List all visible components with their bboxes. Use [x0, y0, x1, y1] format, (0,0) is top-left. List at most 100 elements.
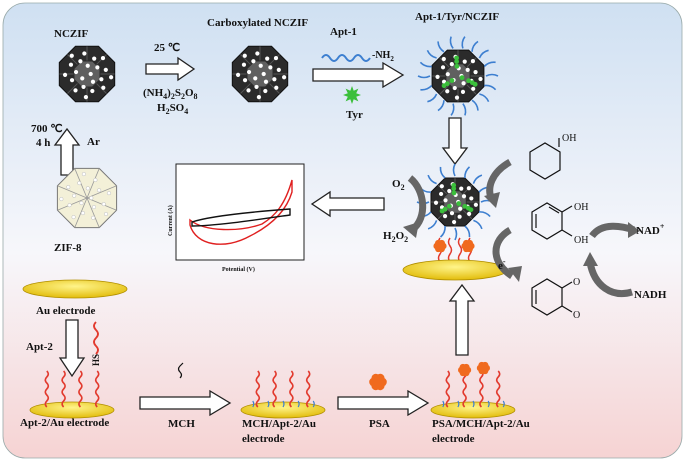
apt1-strand-attached	[420, 85, 433, 91]
tyr-label: Tyr	[346, 109, 363, 121]
nczif-tyrosinase	[451, 190, 457, 196]
apt2-strand-attached	[272, 370, 277, 408]
nczif-pore	[439, 184, 444, 189]
mch-molecule-attached	[282, 400, 285, 408]
apt2-strand	[93, 321, 99, 355]
apt2-strand-attached	[44, 370, 50, 408]
au-electrode-label: Au electrode	[36, 305, 95, 317]
nczif-edge	[439, 84, 450, 95]
mch-label: MCH	[168, 418, 195, 430]
catechol-to-quinone-arrow	[492, 226, 515, 279]
hs-label: HS	[91, 354, 101, 366]
nczif-pore	[441, 56, 446, 62]
zif8-pore	[77, 181, 82, 186]
nczif-pore	[276, 67, 281, 72]
nczif-pore	[268, 65, 273, 70]
nczif-pore	[473, 70, 478, 75]
phenol-molecule	[529, 138, 561, 180]
zif8-pore	[59, 197, 64, 202]
zif8-pore	[71, 215, 76, 220]
apt1-strand-attached	[427, 220, 438, 230]
cv-trace-red	[189, 179, 293, 245]
catechol-oh1-label: OH	[574, 202, 588, 213]
ar-label: Ar	[87, 136, 100, 148]
zif8-pore	[67, 203, 72, 208]
nczif-tyrosinase	[441, 83, 447, 89]
psa-core	[464, 242, 472, 250]
nczif-pore	[465, 67, 470, 72]
apt1-strand-attached	[454, 227, 458, 241]
apt2-strand-attached	[479, 370, 484, 408]
nczif-pore	[255, 51, 260, 56]
nczif-pore	[263, 88, 268, 94]
zif8-label: ZIF-8	[54, 242, 82, 254]
nczif-pore	[253, 76, 258, 81]
quinone-arrowhead	[508, 266, 522, 282]
zif8-pore	[89, 195, 94, 201]
apt2-strand-attached	[78, 370, 83, 408]
mch-molecule-attached	[487, 400, 490, 408]
left-arrow-cv	[310, 190, 385, 218]
apt1-strand-attached	[478, 49, 489, 59]
nczif-edge	[437, 184, 448, 195]
nczif-pore	[258, 63, 263, 68]
mch-molecule-attached	[457, 400, 460, 408]
nczif-tyrosinase	[456, 201, 462, 206]
nczif-pore	[90, 88, 95, 94]
zif8-pore	[66, 185, 71, 190]
zif8-pore	[97, 188, 102, 193]
nad-cycle-upper-arrowhead	[628, 222, 640, 238]
nczif-tyrosinase	[454, 63, 460, 69]
nczif-pore	[88, 71, 93, 77]
probe-au-electrode	[402, 259, 508, 281]
mch-molecule-attached	[442, 400, 445, 408]
nczif-pore	[461, 81, 466, 86]
nczif-pore	[73, 88, 78, 93]
apt2-au-electrode	[29, 370, 115, 419]
apt1-strand-attached	[427, 174, 437, 185]
apt1-strand-attached	[484, 84, 497, 91]
apt1-strand-attached	[471, 99, 479, 111]
zif8-particle	[56, 167, 118, 229]
mch-arrow	[139, 389, 232, 417]
nczif-pore	[445, 72, 450, 77]
apt2-strand-attached	[255, 370, 261, 408]
zif8-pore	[103, 211, 109, 217]
nczif-pore	[274, 85, 279, 90]
zif8-pore	[91, 215, 96, 220]
nczif-pore	[443, 198, 448, 203]
apt1-strand-attached	[473, 219, 483, 230]
nczif-pore	[235, 72, 241, 78]
up-arrow-probe	[448, 283, 476, 356]
apt1-strand-attached	[472, 174, 483, 184]
apt1-strand-attached	[478, 211, 491, 218]
nczif-pore	[92, 56, 97, 61]
apt2-strand-attached	[462, 370, 467, 408]
nczif-pore	[462, 59, 467, 64]
nczif-label: NCZIF	[54, 28, 89, 40]
bare-au-electrode	[22, 279, 128, 299]
nczif-pore	[68, 62, 74, 67]
nczif-pore	[261, 71, 266, 77]
h2o2-label: H2O2	[383, 230, 408, 244]
probe-apt2-strand	[457, 237, 463, 263]
apt2-strand-attached	[495, 370, 501, 408]
nczif-pore	[438, 191, 444, 197]
nczif-pore	[447, 188, 452, 194]
nczif-pore	[109, 75, 114, 80]
nad-plus-label: NAD+	[636, 222, 665, 237]
nczif-tyrosinase	[439, 208, 445, 214]
nczif-pore	[99, 77, 104, 82]
nczif-pore	[241, 62, 247, 67]
apt2-strand-attached	[94, 370, 100, 408]
mch-molecule-icon	[177, 362, 184, 379]
probe-psa-cluster	[433, 239, 475, 253]
nczif-edge	[240, 54, 251, 65]
nh2-label: -NH2	[372, 50, 394, 63]
apt1-strand-attached	[419, 61, 432, 68]
nczif-pore	[449, 62, 454, 67]
nczif-pore	[73, 69, 79, 75]
psa-core	[436, 242, 444, 250]
apt2-strand-attached	[61, 370, 66, 408]
psa-mch-apt2-au-label-1: PSA/MCH/Apt-2/Au	[432, 418, 530, 430]
